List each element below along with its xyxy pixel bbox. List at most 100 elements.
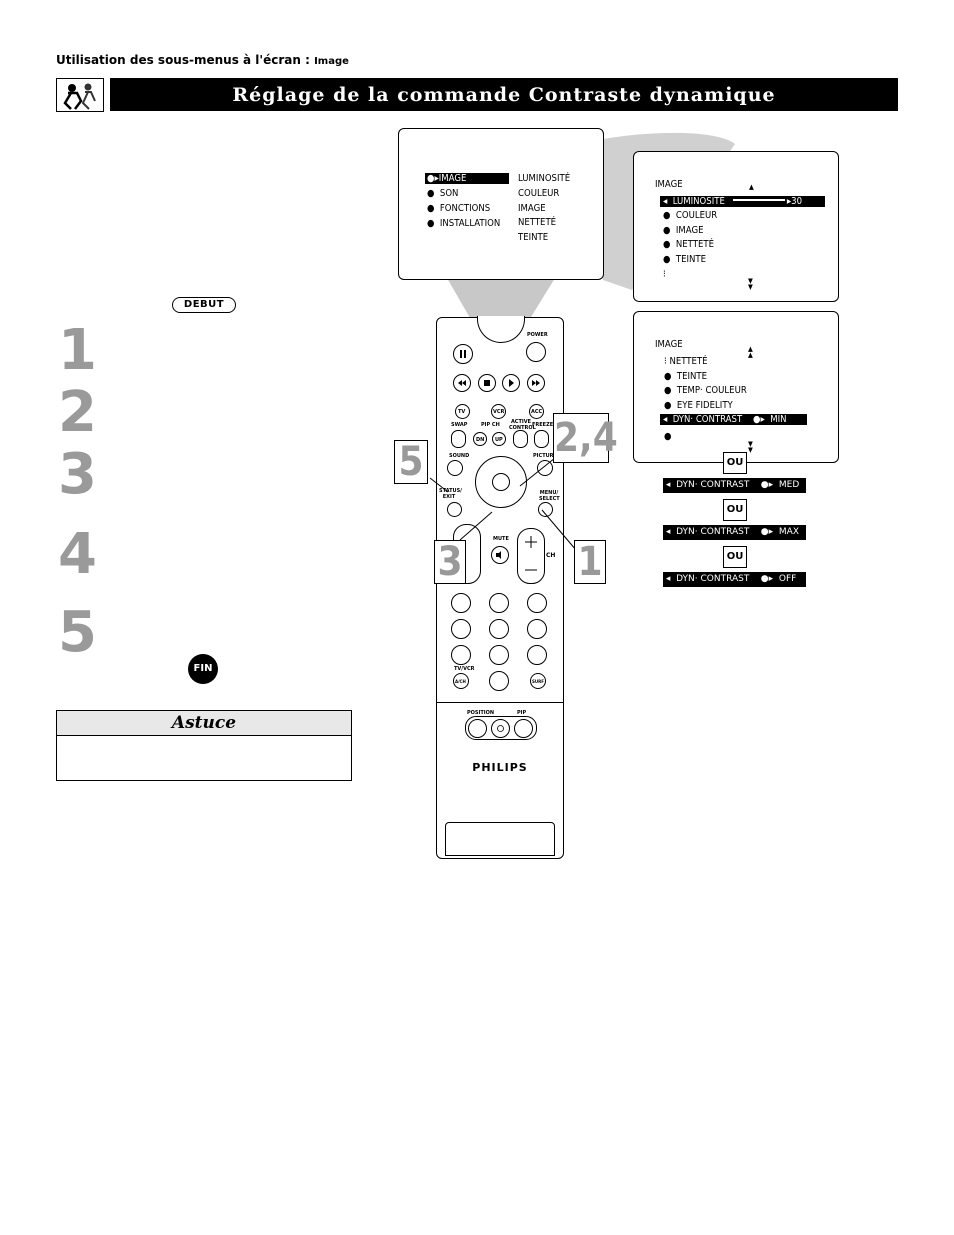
- scroll-updown-icon: ▲▲: [748, 345, 753, 359]
- ou-label-2: OU: [723, 499, 747, 521]
- menu-select-label: MENU/ SELECT: [539, 490, 560, 502]
- picture-label: PICTURE: [533, 453, 557, 459]
- digit-button-4[interactable]: [451, 619, 471, 639]
- scroll-down-icon-2: ▼▼: [748, 440, 753, 454]
- step-number-5: 5: [58, 600, 97, 665]
- position-button[interactable]: [468, 719, 487, 738]
- tip-body: [56, 735, 352, 781]
- nav-center-button[interactable]: [492, 473, 510, 491]
- swap-label: SWAP: [451, 422, 468, 428]
- position-label: POSITION: [467, 710, 495, 716]
- vcr-button[interactable]: VCR: [491, 404, 506, 419]
- tip-title: Astuce: [56, 710, 352, 736]
- power-label: POWER: [527, 332, 548, 338]
- power-button[interactable]: [526, 342, 546, 362]
- section-name: Utilisation des sous-menus à l'écran :: [56, 53, 310, 67]
- debut-badge: DEBUT: [172, 297, 236, 313]
- image-menu-title: IMAGE: [655, 179, 683, 190]
- submenu-teinte: TEINTE: [518, 232, 549, 243]
- submenu-image: IMAGE: [518, 203, 546, 214]
- tv-vcr-label: TV/VCR: [454, 666, 475, 672]
- stop-button[interactable]: [478, 374, 496, 392]
- fin-badge: FIN: [188, 654, 218, 684]
- surf-button[interactable]: SURF: [530, 673, 546, 689]
- callout-step-5: 5: [394, 440, 428, 484]
- image-item-nettete: ● NETTETÉ: [663, 239, 714, 250]
- ir-window: [477, 316, 525, 343]
- menu-item-fonctions: ● FONCTIONS: [427, 203, 491, 214]
- acc-button[interactable]: ACC: [529, 404, 544, 419]
- digit-button-0[interactable]: [489, 671, 509, 691]
- step-number-4: 4: [58, 522, 97, 587]
- remote-control: POWER TV VCR ACC SWAP PIP CH ACTIVE CONT…: [436, 316, 564, 859]
- submenu-luminosite: LUMINOSITÉ: [518, 173, 571, 184]
- active-control-button[interactable]: [513, 430, 528, 448]
- luminosite-slider-row: ◂ LUMINOSITÉ▸30: [660, 196, 825, 207]
- menu-item-image: ●▸IMAGE: [425, 173, 509, 184]
- submenu-couleur: COULEUR: [518, 188, 560, 199]
- digit-button-2[interactable]: [489, 593, 509, 613]
- dyn-contrast-option-off: ◂ DYN· CONTRAST ●▸ OFF: [663, 572, 806, 587]
- dyn-contrast-row-min: ◂ DYN· CONTRAST ●▸ MIN: [660, 414, 807, 425]
- more-items-icon: ⁝: [663, 269, 666, 280]
- digit-button-5[interactable]: [489, 619, 509, 639]
- freeze-button[interactable]: [534, 430, 549, 448]
- tv-button[interactable]: TV: [455, 404, 470, 419]
- scroll-down-icon: ▼▼: [748, 277, 753, 291]
- picture-button[interactable]: [537, 460, 553, 476]
- image-item-couleur: ● COULEUR: [663, 210, 718, 221]
- mute-label: MUTE: [493, 536, 509, 542]
- freeze-label: FREEZE: [532, 422, 554, 428]
- page-title: Réglage de la commande Contraste dynamiq…: [110, 78, 898, 111]
- rewind-button[interactable]: [453, 374, 471, 392]
- pip-control-group: [465, 716, 537, 740]
- image-item-teinte-2: ● TEINTE: [664, 371, 708, 382]
- digit-button-7[interactable]: [451, 645, 471, 665]
- image-menu-screen-1: IMAGE ▲ ◂ LUMINOSITÉ▸30 ● COULEUR ● IMAG…: [633, 151, 839, 302]
- avcr-button[interactable]: A/CH: [453, 673, 469, 689]
- digit-button-6[interactable]: [527, 619, 547, 639]
- scroll-up-icon: ▲: [749, 183, 754, 191]
- play-button[interactable]: [502, 374, 520, 392]
- image-item-eye-fidelity: ● EYE FIDELITY: [664, 400, 733, 411]
- dyn-contrast-option-max: ◂ DYN· CONTRAST ●▸ MAX: [663, 525, 806, 540]
- image-menu-title-2: IMAGE: [655, 339, 683, 350]
- pip-size-button[interactable]: [514, 719, 533, 738]
- sound-button[interactable]: [447, 460, 463, 476]
- callout-step-1: 1: [574, 540, 606, 584]
- pip-ch-dn-button[interactable]: DN: [473, 432, 487, 446]
- main-menu-screen: ●▸IMAGE ● SON ● FONCTIONS ● INSTALLATION…: [398, 128, 604, 280]
- channel-rocker[interactable]: [517, 528, 545, 584]
- image-item-image: ● IMAGE: [663, 225, 704, 236]
- fast-forward-button[interactable]: [527, 374, 545, 392]
- navigation-pad[interactable]: [475, 456, 527, 508]
- pip-ch-label: PIP CH: [481, 422, 500, 428]
- status-exit-button[interactable]: [447, 502, 462, 517]
- dyn-contrast-option-med: ◂ DYN· CONTRAST ●▸ MED: [663, 478, 806, 493]
- image-item-teinte: ● TEINTE: [663, 254, 707, 265]
- mute-button[interactable]: [491, 546, 509, 564]
- pip-ch-up-button[interactable]: UP: [492, 432, 506, 446]
- image-item-temp-couleur: ● TEMP· COULEUR: [664, 385, 747, 396]
- menu-select-button[interactable]: [538, 502, 553, 517]
- step-number-2: 2: [58, 380, 97, 445]
- menu-item-son: ● SON: [427, 188, 459, 199]
- swap-button[interactable]: [451, 430, 466, 448]
- subsection-name: Image: [314, 56, 349, 67]
- image-menu-screen-2: IMAGE ▲▲ ⁝ NETTETÉ ● TEINTE ● TEMP· COUL…: [633, 311, 839, 463]
- digit-button-8[interactable]: [489, 645, 509, 665]
- tip-logo-icon: [56, 78, 104, 112]
- ou-label-1: OU: [723, 452, 747, 474]
- digit-button-1[interactable]: [451, 593, 471, 613]
- remote-brand-logo: PHILIPS: [472, 761, 528, 774]
- pip-label: PIP: [517, 710, 527, 716]
- pause-button[interactable]: [453, 344, 473, 364]
- step-number-3: 3: [58, 442, 97, 507]
- sound-label: SOUND: [449, 453, 470, 459]
- digit-button-9[interactable]: [527, 645, 547, 665]
- digit-button-3[interactable]: [527, 593, 547, 613]
- pip-on-button[interactable]: [491, 719, 510, 738]
- active-control-label: ACTIVE CONTROL: [509, 419, 536, 431]
- callout-step-3: 3: [434, 540, 466, 584]
- section-header: Utilisation des sous-menus à l'écran : I…: [56, 53, 349, 67]
